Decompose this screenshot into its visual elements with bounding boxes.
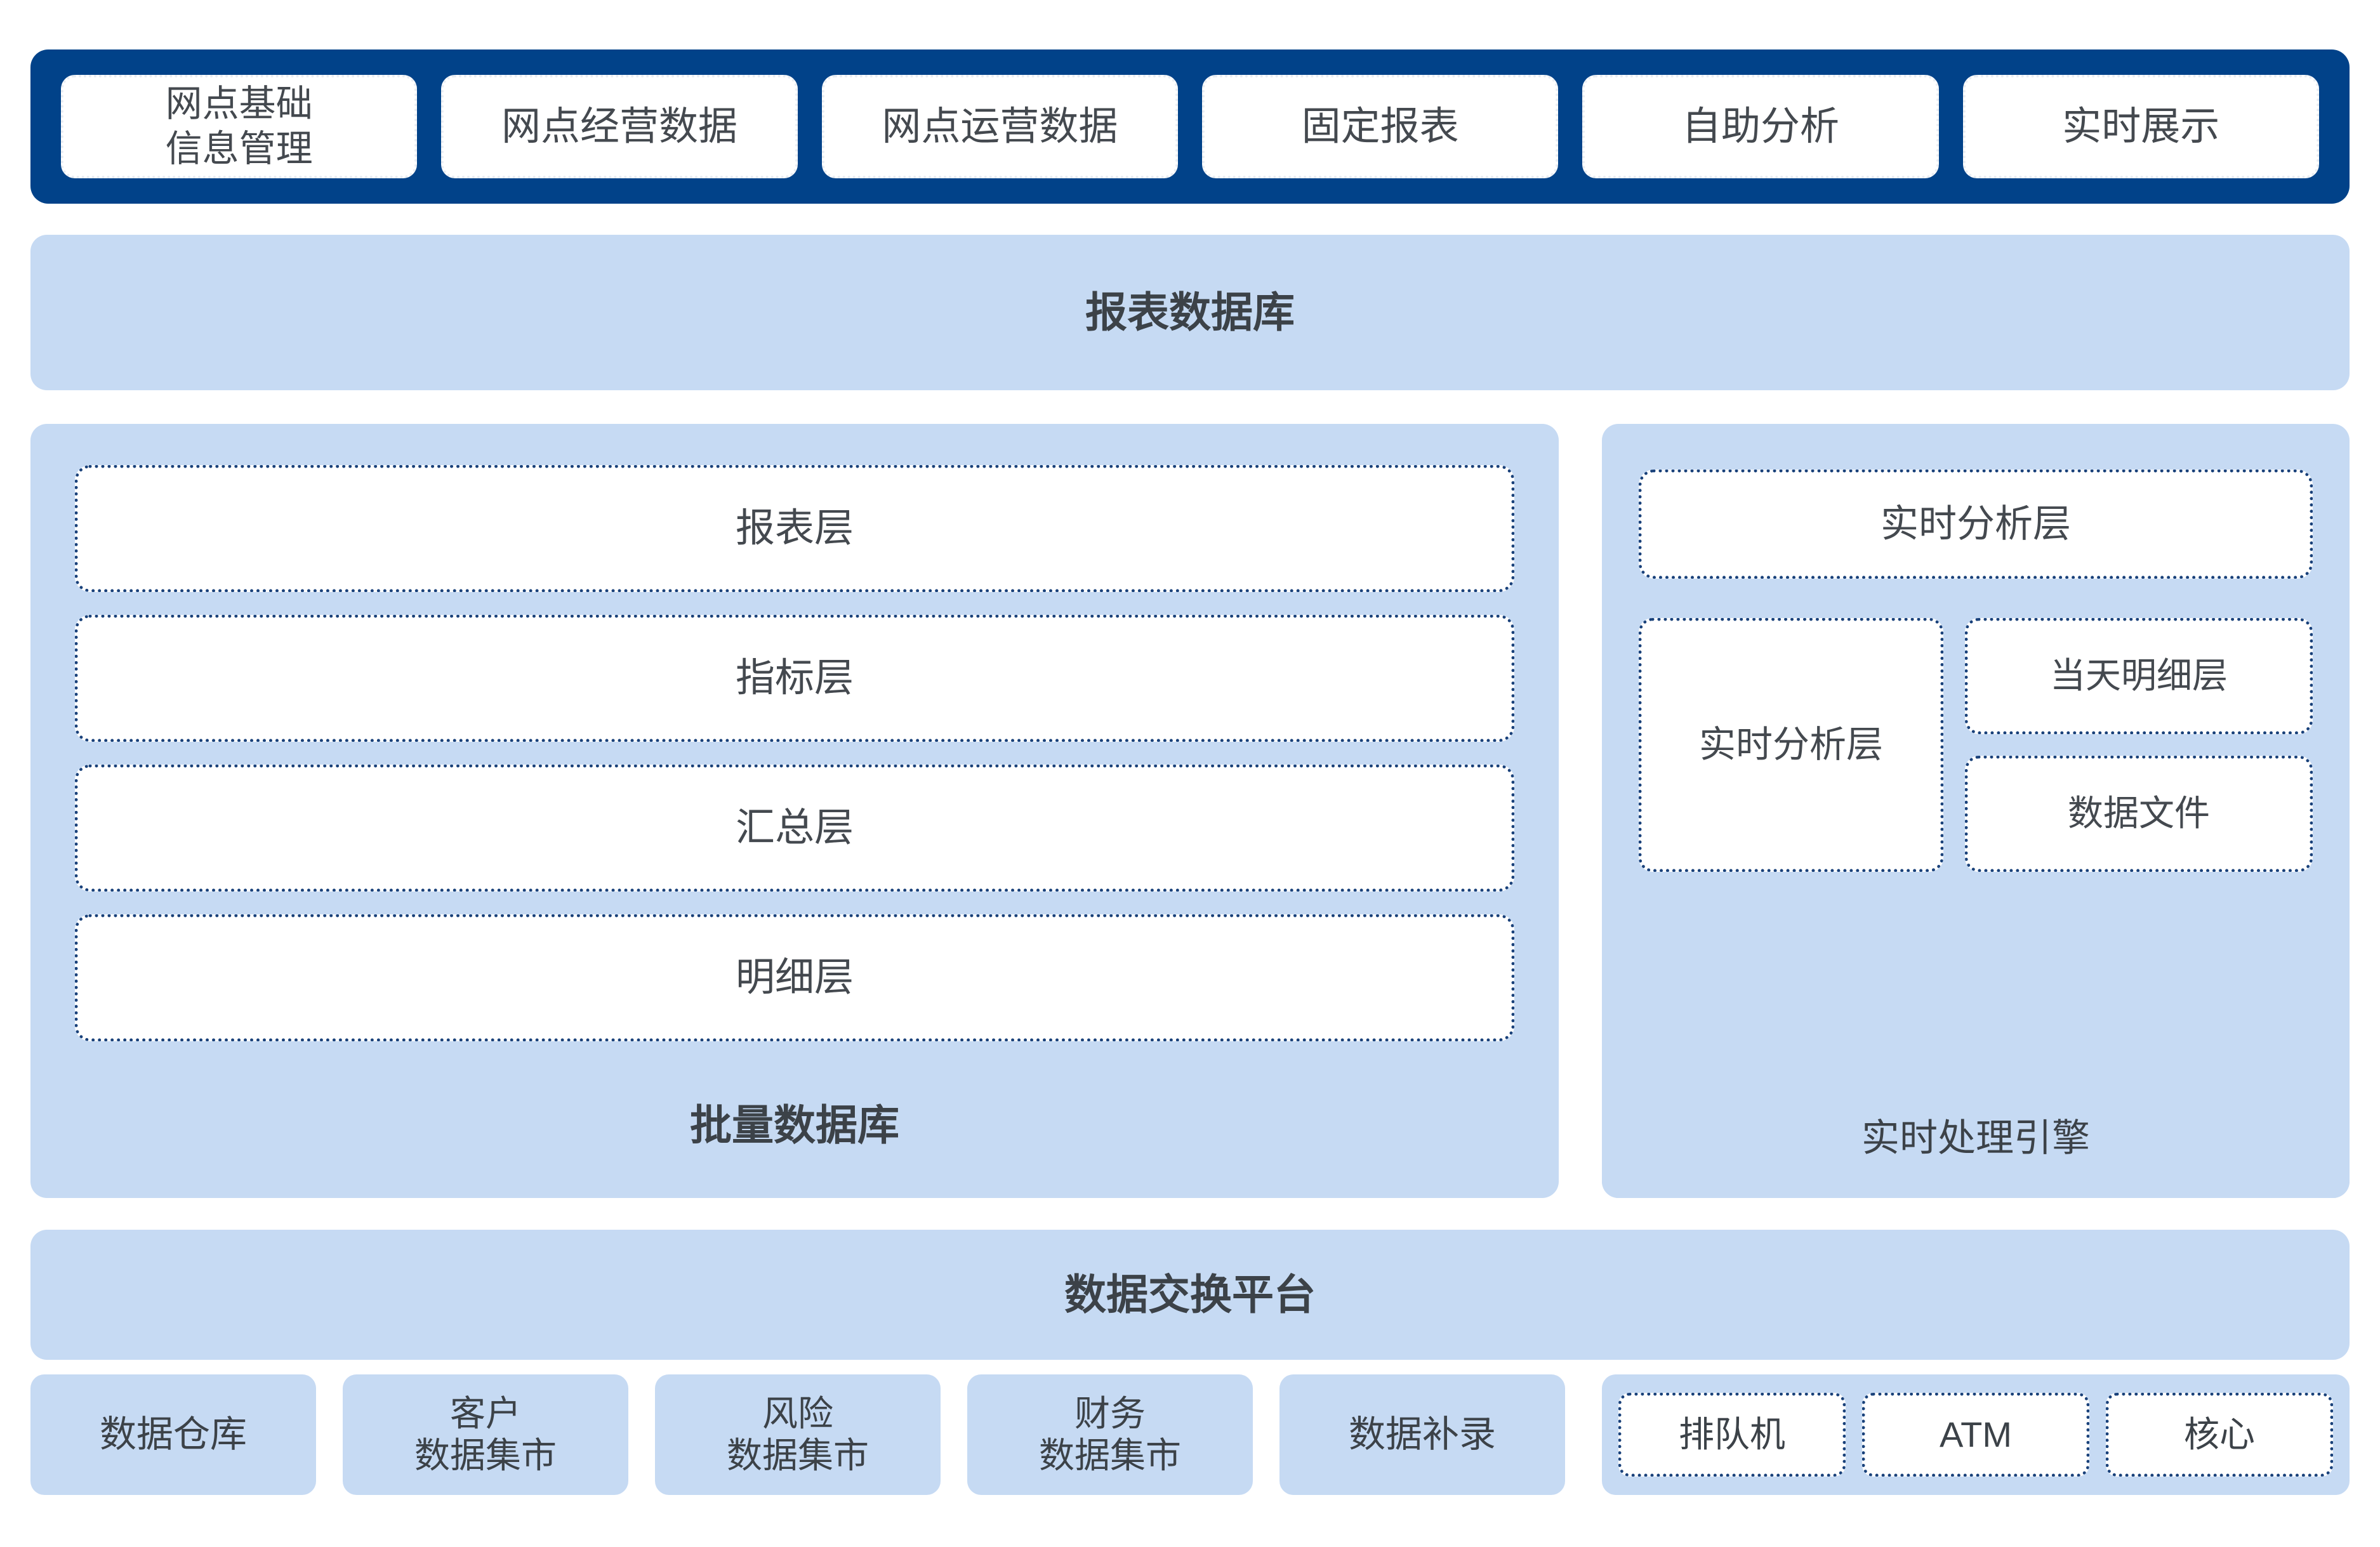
source-chip-label: 核心 — [2184, 1414, 2255, 1454]
topbar-item-label: 实时展示 — [2062, 104, 2220, 148]
realtime-layer-label: 数据文件 — [2068, 793, 2210, 834]
batch-layer-label: 报表层 — [735, 506, 854, 551]
realtime-analysis-layer-label: 实时分析层 — [1698, 723, 1883, 765]
topbar-item-fixed-report[interactable]: 固定报表 — [1201, 75, 1559, 178]
source-chip-label: ATM — [1939, 1414, 2013, 1454]
topbar-item-realtime-display[interactable]: 实时展示 — [1962, 75, 2319, 178]
source-chip-label: 排队机 — [1679, 1414, 1785, 1454]
realtime-analysis-layer-top[interactable]: 实时分析层 — [1639, 470, 2313, 579]
source-label: 数据仓库 — [99, 1413, 247, 1455]
topbar-item-label: 固定报表 — [1301, 104, 1459, 148]
source-label: 数据补录 — [1348, 1413, 1496, 1455]
topbar-item-branch-operation-data[interactable]: 网点运营数据 — [821, 75, 1178, 178]
data-exchange-platform-label: 数据交换平台 — [1064, 1270, 1316, 1318]
batch-database-label: 批量数据库 — [690, 1102, 899, 1149]
source-label: 风险数据集市 — [727, 1393, 869, 1475]
top-navigation-bar: 网点基础信息管理 网点经营数据 网点运营数据 固定报表 自助分析 实时展示 — [30, 49, 2350, 204]
batch-layer-detail[interactable]: 明细层 — [75, 914, 1514, 1041]
realtime-layer-data-file[interactable]: 数据文件 — [1965, 756, 2313, 872]
topbar-item-self-service-analysis[interactable]: 自助分析 — [1582, 75, 1939, 178]
topbar-item-label: 网点基础信息管理 — [165, 82, 313, 169]
batch-layer-label: 汇总层 — [735, 806, 854, 850]
source-finance-data-mart[interactable]: 财务数据集市 — [967, 1374, 1253, 1495]
source-label: 客户数据集市 — [414, 1393, 557, 1475]
realtime-layer-label: 当天明细层 — [2050, 655, 2228, 696]
realtime-engine-band: 实时处理引擎 — [1602, 1079, 2350, 1198]
realtime-layer-today-detail[interactable]: 当天明细层 — [1965, 618, 2313, 734]
source-label: 财务数据集市 — [1039, 1393, 1181, 1475]
topbar-item-label: 网点运营数据 — [882, 104, 1118, 148]
batch-database-panel: 报表层 指标层 汇总层 明细层 批量数据库 — [30, 424, 1559, 1198]
realtime-analysis-layer-tall[interactable]: 实时分析层 — [1639, 618, 1943, 872]
batch-layer-label: 明细层 — [735, 956, 854, 1000]
realtime-analysis-layer-label: 实时分析层 — [1881, 502, 2071, 545]
report-database-label: 报表数据库 — [1085, 288, 1295, 336]
realtime-layer-split: 实时分析层 当天明细层 数据文件 — [1639, 618, 2313, 872]
realtime-database-panel: 实时分析层 实时分析层 当天明细层 数据文件 报表实时数据库 — [1602, 424, 2350, 1198]
source-chip-queue-machine[interactable]: 排队机 — [1618, 1393, 1846, 1477]
topbar-item-label: 网点经营数据 — [501, 104, 737, 148]
source-customer-data-mart[interactable]: 客户数据集市 — [343, 1374, 628, 1495]
topbar-item-branch-business-data[interactable]: 网点经营数据 — [441, 75, 798, 178]
source-data-warehouse[interactable]: 数据仓库 — [30, 1374, 316, 1495]
data-exchange-platform-band: 数据交换平台 — [30, 1230, 2350, 1360]
batch-layer-metric[interactable]: 指标层 — [75, 615, 1514, 742]
source-data-supplement[interactable]: 数据补录 — [1279, 1374, 1565, 1495]
topbar-item-label: 自助分析 — [1681, 104, 1839, 148]
source-risk-data-mart[interactable]: 风险数据集市 — [655, 1374, 941, 1495]
source-chip-atm[interactable]: ATM — [1862, 1393, 2089, 1477]
batch-layer-summary[interactable]: 汇总层 — [75, 765, 1514, 892]
batch-layer-label: 指标层 — [735, 656, 854, 701]
report-database-band: 报表数据库 — [30, 235, 2350, 390]
source-systems-group: 排队机 ATM 核心 — [1602, 1374, 2350, 1495]
realtime-layer-stack: 当天明细层 数据文件 — [1965, 618, 2313, 872]
source-chip-core[interactable]: 核心 — [2106, 1393, 2333, 1477]
batch-layer-report[interactable]: 报表层 — [75, 465, 1514, 592]
topbar-item-branch-basic-info[interactable]: 网点基础信息管理 — [61, 75, 418, 178]
realtime-engine-label: 实时处理引擎 — [1861, 1116, 2090, 1159]
